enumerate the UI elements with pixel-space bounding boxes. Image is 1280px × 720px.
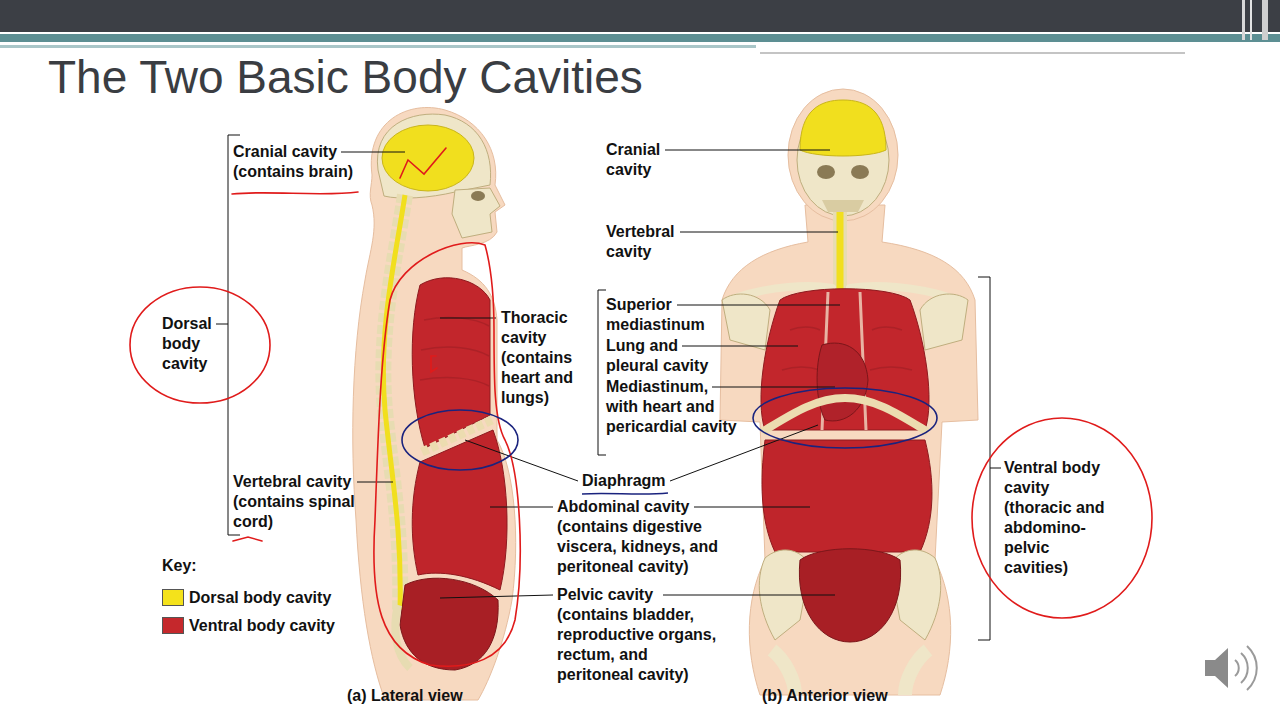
outline-mark: [374, 243, 520, 666]
view-caption: (b) Anterior view: [762, 686, 888, 706]
cavity-label: Pelvic cavity (contains bladder, reprodu…: [557, 585, 722, 685]
circle-mark: [753, 388, 937, 448]
sacrum: [395, 605, 410, 668]
thoracic-cavity: [761, 289, 929, 430]
pelvic-cavity: [400, 578, 498, 670]
cavity-label: Lung and pleural cavity: [606, 336, 731, 376]
header-line: [0, 45, 756, 48]
check-mark: [400, 148, 446, 178]
bracket: [598, 290, 606, 455]
legend-heading: Key:: [162, 556, 197, 576]
body-silhouette: [720, 205, 978, 695]
underline-mark: [232, 192, 358, 194]
facial-bones: [452, 188, 500, 238]
bracket: [978, 277, 990, 640]
diaphragm: [762, 398, 928, 432]
brain: [382, 125, 474, 191]
leader-line: [440, 318, 496, 319]
circle-mark: [402, 410, 518, 470]
abdominal-cavity: [762, 440, 932, 552]
circle-mark: [972, 418, 1152, 618]
cavity-label: Ventral body cavity (thoracic and abdomi…: [1004, 458, 1116, 578]
header-stripe: [0, 34, 1280, 42]
header-accent: [1262, 0, 1268, 40]
circle-mark: [130, 287, 270, 403]
leader-line: [694, 507, 810, 508]
leader-lines: [216, 135, 1001, 640]
brain: [800, 100, 886, 156]
cavity-label: Dorsal body cavity: [162, 314, 224, 374]
header-accent: [1250, 0, 1252, 40]
leader-line: [465, 440, 578, 481]
leader-line: [341, 152, 405, 153]
view-caption: (a) Lateral view: [347, 686, 463, 706]
cavity-label: Superior mediastinum: [606, 295, 726, 335]
legend-text: Ventral body cavity: [189, 617, 335, 634]
teeth: [822, 200, 864, 212]
legend-text: Dorsal body cavity: [189, 589, 331, 606]
legend-row: Dorsal body cavity: [162, 588, 331, 608]
underline-mark: [233, 537, 262, 541]
cavity-label: Mediastinum, with heart and pericardial …: [606, 377, 741, 437]
lateral-figure: [353, 108, 516, 700]
vertebral-column: [833, 212, 847, 292]
vertebral-column: [383, 195, 405, 610]
leader-line: [440, 595, 553, 598]
underline-mark: [582, 493, 668, 494]
leader-line: [357, 482, 393, 483]
spinal-cord: [837, 212, 844, 292]
cavity-label: Vertebral cavity (contains spinal cord): [233, 472, 373, 532]
header-line: [760, 52, 1185, 54]
cavity-label: Cranial cavity: [606, 140, 686, 180]
abdominal-cavity: [412, 430, 507, 590]
scribble-mark: [431, 356, 437, 372]
heart: [817, 343, 868, 421]
speaker-waves: [1235, 646, 1257, 690]
cavity-label: Abdominal cavity (contains digestive vis…: [557, 497, 742, 577]
leader-line: [216, 324, 228, 325]
leader-line: [663, 595, 835, 596]
anterior-figure: [720, 89, 978, 695]
eye-socket: [851, 165, 869, 179]
eye-socket: [817, 165, 835, 179]
leader-line: [712, 387, 835, 388]
eye-socket: [471, 191, 485, 201]
leader-line: [680, 232, 838, 233]
speaker-body: [1205, 648, 1228, 688]
structure-label: Diaphragm: [582, 471, 666, 491]
leader-line: [677, 305, 840, 306]
header-bar: [0, 0, 1280, 32]
legend-swatch: [162, 589, 184, 606]
leader-line: [682, 346, 798, 347]
head-skin: [788, 89, 898, 221]
cavity-label: Cranial cavity (contains brain): [233, 142, 373, 182]
speaker-icon: [1205, 646, 1257, 690]
cavity-label: Thoracic cavity (contains heart and lung…: [501, 308, 591, 408]
legend-row: Ventral body cavity: [162, 616, 335, 636]
legend-swatch: [162, 617, 184, 634]
rib-shading: [420, 318, 489, 386]
skull: [377, 114, 490, 198]
body-silhouette: [353, 108, 516, 700]
leader-line: [990, 468, 1001, 469]
header-accent: [1242, 0, 1245, 40]
spinal-cord: [383, 195, 405, 610]
slide-title: The Two Basic Body Cavities: [48, 50, 643, 104]
leader-line: [490, 507, 553, 508]
leader-line: [665, 150, 830, 151]
cavity-label: Vertebral cavity: [606, 222, 696, 262]
